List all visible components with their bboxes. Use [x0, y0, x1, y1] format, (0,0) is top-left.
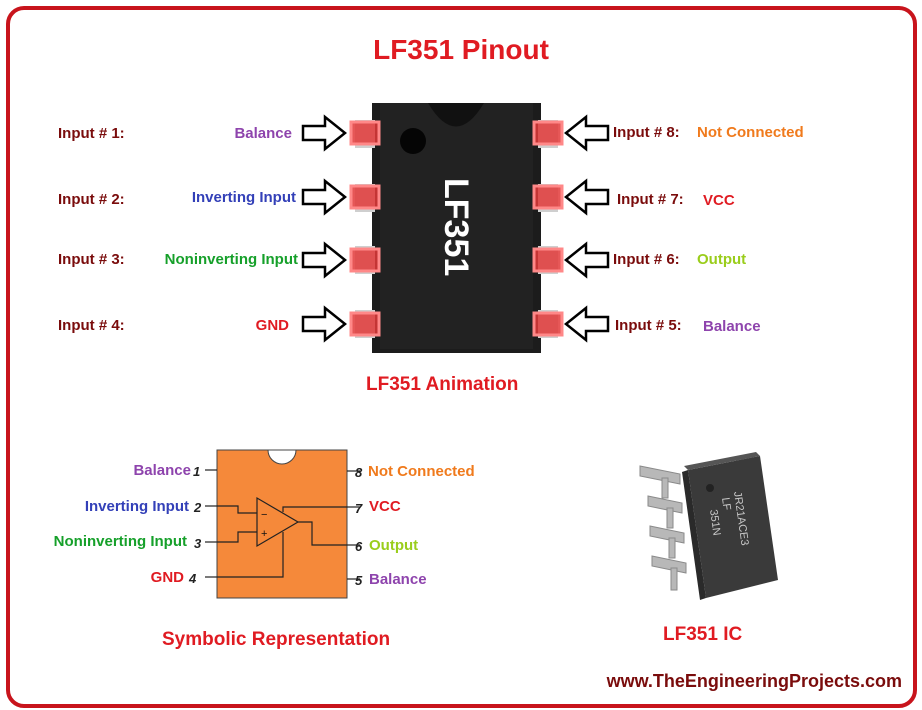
- symbolic-caption: Symbolic Representation: [162, 629, 391, 650]
- pin-pad-1: [349, 120, 381, 146]
- sym-label-5: Balance: [369, 571, 427, 588]
- pin2-prefix: Input # 2:: [58, 191, 125, 208]
- ic-marking-2: LF: [719, 497, 733, 512]
- minus-sign: −: [261, 509, 267, 521]
- arrow-right-icon: [301, 178, 348, 216]
- pin1-function: Balance: [234, 125, 292, 142]
- pin5-function: Balance: [703, 318, 761, 335]
- sym-label-1: Balance: [133, 462, 191, 479]
- pin8-prefix: Input # 8:: [613, 124, 680, 141]
- pin3-function: Noninverting Input: [164, 251, 298, 268]
- sym-num-5: 5: [355, 573, 363, 588]
- op-amp-symbol: [256, 496, 300, 548]
- dip8-chip: [349, 103, 564, 353]
- sym-num-2: 2: [194, 500, 202, 515]
- sym-num-8: 8: [355, 465, 363, 480]
- plus-sign: +: [261, 528, 267, 540]
- pin6-prefix: Input # 6:: [613, 251, 680, 268]
- photo-caption: LF351 IC: [663, 624, 743, 645]
- pin7-prefix: Input # 7:: [617, 191, 684, 208]
- sym-num-1: 1: [193, 464, 201, 479]
- sym-label-3: Noninverting Input: [53, 533, 187, 550]
- pin1-prefix: Input # 1:: [58, 125, 125, 142]
- pin-pad-7: [532, 184, 564, 210]
- ic-photo: [639, 452, 778, 600]
- pin8-function: Not Connected: [697, 124, 804, 141]
- arrow-right-icon: [301, 241, 348, 279]
- chip-label: LF351: [437, 178, 475, 276]
- sym-num-4: 4: [189, 571, 197, 586]
- pin-pad-6: [532, 247, 564, 273]
- pin4-function: GND: [255, 317, 289, 334]
- arrow-left-icon: [563, 305, 610, 343]
- arrow-left-icon: [563, 114, 610, 152]
- ic-marking-3: 351N: [707, 509, 723, 537]
- chip-notch: [428, 103, 484, 127]
- sym-num-3: 3: [194, 536, 202, 551]
- pin6-function: Output: [697, 251, 747, 268]
- pin2-function: Inverting Input: [191, 189, 296, 206]
- symbolic-package: [205, 449, 360, 599]
- page-title: LF351 Pinout: [373, 34, 549, 65]
- pin5-prefix: Input # 5:: [615, 317, 682, 334]
- arrow-right-icon: [301, 305, 348, 343]
- arrow-left-icon: [563, 178, 610, 216]
- pin3-prefix: Input # 3:: [58, 251, 125, 268]
- sym-label-6: Output: [369, 537, 419, 554]
- pin-pad-8: [532, 120, 564, 146]
- pin-pad-3: [349, 247, 381, 273]
- sym-label-8: Not Connected: [368, 463, 475, 480]
- pin7-function: VCC: [703, 192, 735, 209]
- pin-pad-2: [349, 184, 381, 210]
- sym-label-7: VCC: [369, 498, 401, 515]
- pin4-prefix: Input # 4:: [58, 317, 125, 334]
- sym-label-4: GND: [150, 569, 184, 586]
- pin1-dot: [400, 128, 426, 154]
- pin-pad-5: [532, 311, 564, 337]
- arrow-left-icon: [563, 241, 610, 279]
- pin-pad-4: [349, 311, 381, 337]
- sym-num-6: 6: [355, 539, 363, 554]
- chip-caption: LF351 Animation: [366, 374, 519, 395]
- arrow-right-icon: [301, 114, 348, 152]
- footer-website: www.TheEngineeringProjects.com: [606, 671, 902, 691]
- sym-num-7: 7: [355, 501, 363, 516]
- sym-label-2: Inverting Input: [84, 498, 189, 515]
